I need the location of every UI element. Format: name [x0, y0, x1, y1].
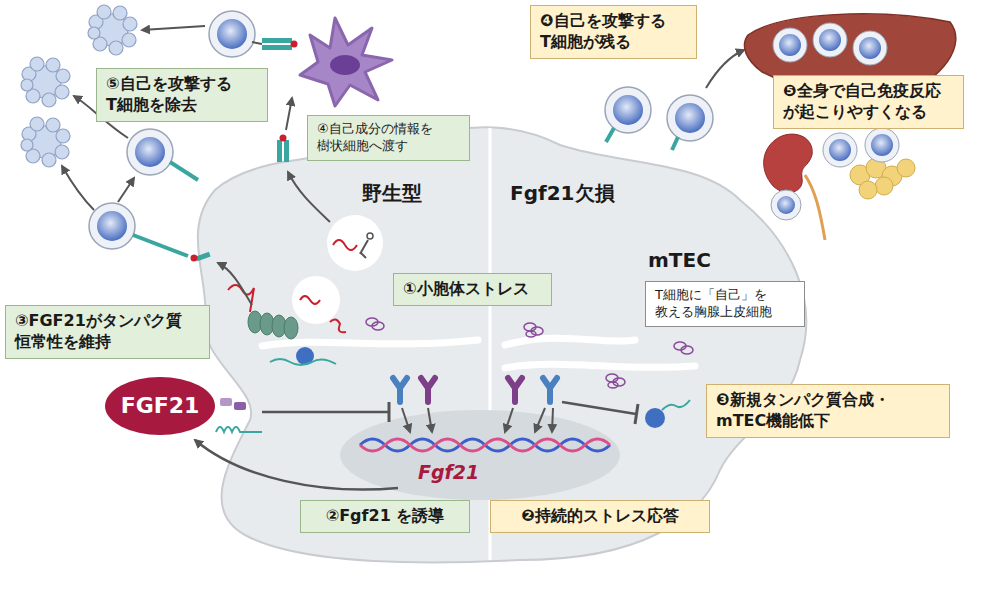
box-text: FGF21 [121, 392, 200, 421]
process-box: ⑤自己を攻撃する T細胞を除去 [96, 68, 268, 122]
box-text: ❷持続的ストレス応答 [500, 506, 700, 527]
description-box: mTECT細胞に「自己」を 教える胸腺上皮細胞 [645, 281, 805, 327]
dendritic-cell [262, 18, 392, 106]
box-text: ③FGF21がタンパク質 恒常性を維持 [15, 311, 200, 353]
box-text: ❺全身で自己免疫反応 が起こりやすくなる [783, 81, 954, 123]
er-stress-wildtype [191, 135, 385, 366]
mtec-cell [198, 127, 806, 562]
receptors [393, 378, 557, 432]
box-text: ⑤自己を攻撃する T細胞を除去 [106, 74, 258, 116]
t-cells-wildtype [62, 11, 262, 256]
result-box: ❹自己を攻撃する T細胞が残る [530, 5, 697, 59]
er-stress-knockout [524, 323, 693, 388]
box-text: ❸新規タンパク質合成・ mTEC機能低下 [716, 390, 940, 432]
process-box: ③FGF21がタンパク質 恒常性を維持 [5, 305, 210, 359]
heading-label: mTEC [648, 248, 711, 272]
dna-helix [360, 439, 610, 451]
region-label: Fgf21欠損 [510, 181, 615, 205]
gene-label: Fgf21 [418, 461, 479, 484]
result-box: ❷持続的ストレス応答 [490, 500, 710, 533]
t-cells-knockout [605, 50, 744, 150]
fgf21-oval: FGF21 [105, 377, 215, 435]
box-text: ❹自己を攻撃する T細胞が残る [540, 11, 687, 53]
box-text: ④自己成分の情報を 樹状細胞へ渡す [317, 121, 460, 155]
process-box: ②Fgf21 を誘導 [300, 500, 470, 533]
box-text: ①小胞体ストレス [403, 279, 542, 300]
process-box: ①小胞体ストレス [393, 273, 552, 306]
region-label: 野生型 [362, 181, 422, 205]
result-box: ❺全身で自己免疫反応 が起こりやすくなる [773, 75, 964, 129]
box-text: ②Fgf21 を誘導 [310, 506, 460, 527]
fgf21-signal [195, 398, 690, 490]
result-box: ❸新規タンパク質合成・ mTEC機能低下 [706, 384, 950, 438]
box-text: T細胞に「自己」を 教える胸腺上皮細胞 [655, 287, 795, 321]
process-box: ④自己成分の情報を 樹状細胞へ渡す [307, 115, 470, 161]
